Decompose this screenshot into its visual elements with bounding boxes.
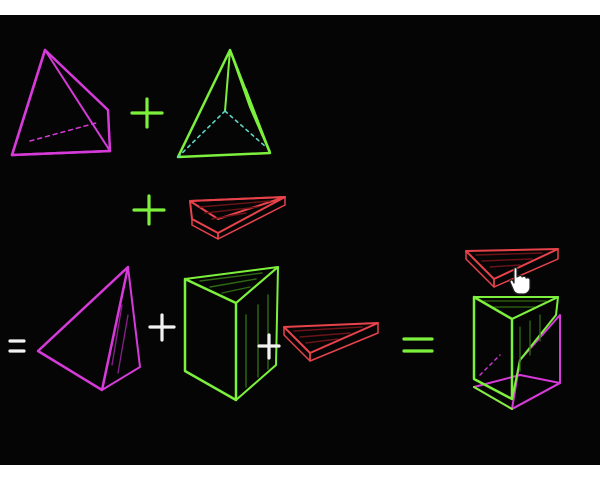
- chalkboard: [0, 15, 600, 465]
- plus-sign: [257, 333, 281, 360]
- plus-sign: [132, 194, 166, 226]
- magenta-tetrahedron: [10, 48, 112, 157]
- equals-sign: [402, 337, 434, 353]
- red-triangular-slab: [465, 248, 559, 288]
- equals-sign: [8, 339, 26, 353]
- hand-pointer-icon: [509, 266, 531, 295]
- green-tetrahedron: [176, 48, 272, 159]
- green-triangular-prism: [183, 266, 279, 402]
- red-triangular-slab: [283, 322, 379, 362]
- plus-sign: [130, 97, 164, 129]
- magenta-tetrahedron: [36, 265, 141, 392]
- red-triangular-slab: [189, 196, 286, 240]
- plus-sign: [148, 313, 176, 342]
- combined-prism: [472, 295, 561, 410]
- diagram-canvas: [8, 48, 561, 410]
